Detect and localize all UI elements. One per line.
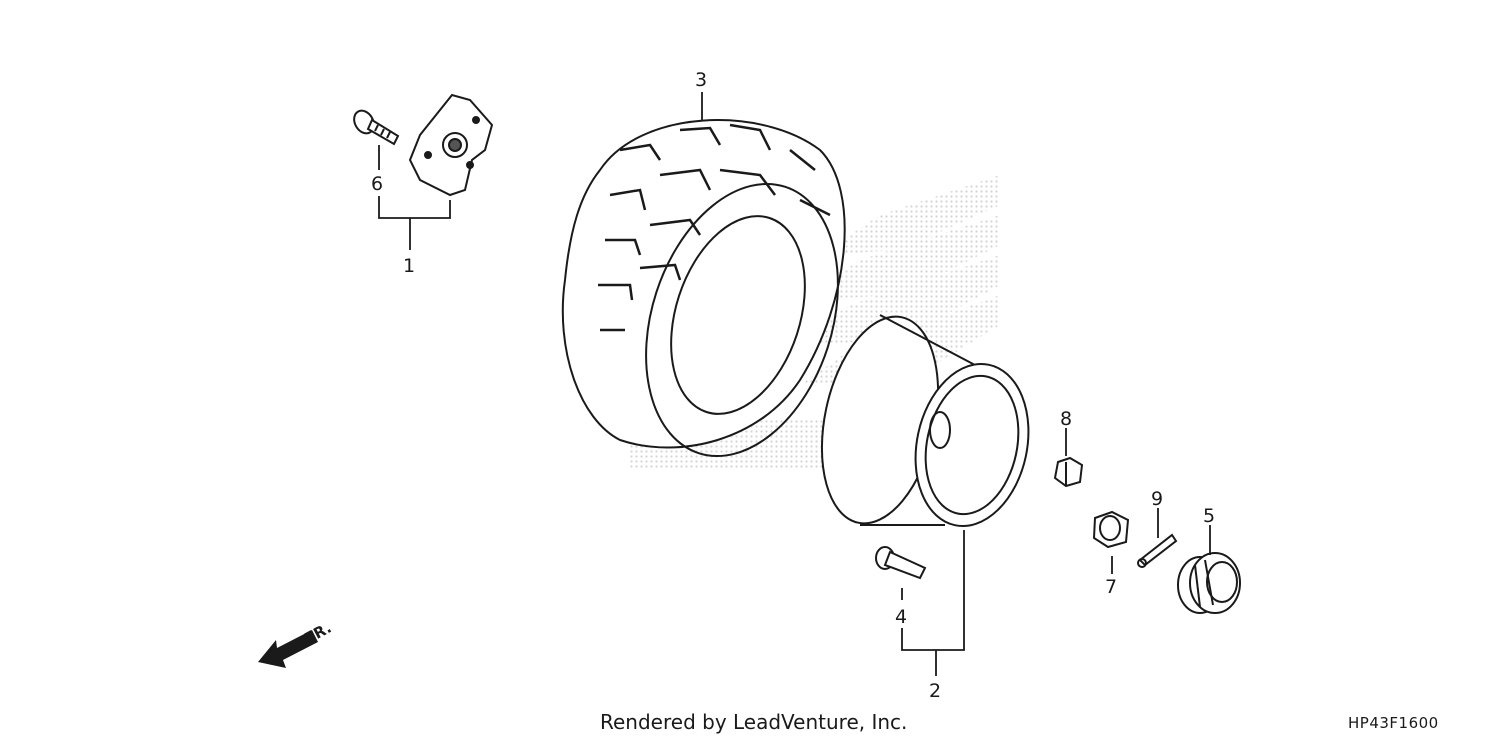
nut-part — [1053, 456, 1084, 488]
callout-6: 6 — [371, 173, 383, 195]
leader-lines — [378, 92, 1211, 676]
castle-nut-part — [1092, 510, 1130, 549]
callout-1: 1 — [403, 255, 415, 277]
callout-7: 7 — [1105, 576, 1117, 598]
callout-5: 5 — [1203, 505, 1215, 527]
credit-text: Rendered by LeadVenture, Inc. — [600, 710, 908, 734]
hub-part — [408, 93, 494, 197]
callout-8: 8 — [1060, 408, 1072, 430]
callout-9: 9 — [1151, 488, 1163, 510]
cotter-pin-part — [1137, 533, 1178, 568]
tire-part — [561, 119, 846, 458]
front-arrow-icon: FR. — [258, 619, 334, 668]
callout-3: 3 — [695, 69, 707, 91]
bolt-part — [353, 109, 400, 146]
rim-part — [820, 314, 1030, 528]
callout-2: 2 — [929, 680, 941, 702]
figure-code: HP43F1600 — [1348, 714, 1439, 732]
cap-part — [1177, 552, 1241, 614]
valve-stem-part — [875, 546, 927, 580]
callout-4: 4 — [895, 606, 907, 628]
